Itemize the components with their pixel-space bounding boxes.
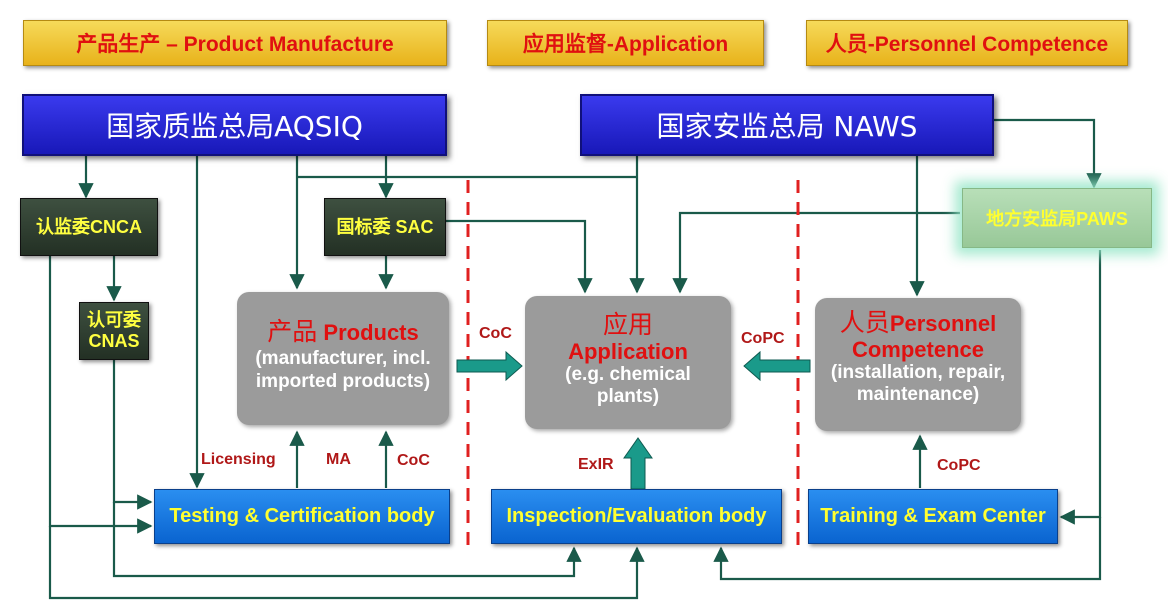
products-title-en: Products bbox=[323, 320, 419, 345]
category-personnel-label: 人员-Personnel Competence bbox=[825, 33, 1109, 56]
application-title-cn: 应用 bbox=[602, 311, 653, 339]
training-label: Training & Exam Center bbox=[820, 505, 1046, 527]
testing-certification-body: Testing & Certification body bbox=[154, 489, 450, 544]
personnel-block: 人员Personnel Competence (installation, re… bbox=[815, 298, 1021, 431]
products-block: 产品 Products (manufacturer, incl. importe… bbox=[237, 292, 449, 425]
ma-label: MA bbox=[326, 451, 351, 468]
sac-to-application-line bbox=[446, 219, 593, 294]
products-desc-line2: imported products) bbox=[255, 370, 431, 392]
exir-label: ExIR bbox=[578, 456, 614, 473]
cnca-to-testing-line bbox=[48, 256, 153, 534]
cnca-to-inspection-line bbox=[48, 526, 645, 600]
paws-box: 地方安监局PAWS bbox=[962, 188, 1152, 248]
paws-label: 地方安监局PAWS bbox=[986, 209, 1128, 229]
naws-to-paws-line bbox=[994, 118, 1102, 189]
cnas-to-testing-line bbox=[112, 360, 153, 510]
category-product-label: 产品生产 – Product Manufacture bbox=[76, 33, 394, 56]
personnel-desc-line1: (installation, repair, bbox=[830, 361, 1006, 383]
products-title: 产品 Products bbox=[237, 312, 449, 348]
products-to-application-arrow bbox=[456, 350, 523, 382]
category-personnel: 人员-Personnel Competence bbox=[806, 20, 1128, 66]
inspection-evaluation-body: Inspection/Evaluation body bbox=[491, 489, 782, 544]
personnel-title-cn: 人员 bbox=[839, 309, 890, 337]
inspection-to-application-arrow bbox=[623, 437, 653, 490]
naws-box: 国家安监总局 NAWS bbox=[580, 94, 994, 156]
aqsiq-box: 国家质监总局AQSIQ bbox=[22, 94, 447, 156]
category-product-manufacture: 产品生产 – Product Manufacture bbox=[23, 20, 447, 66]
copc-personnel-label: CoPC bbox=[741, 330, 785, 347]
products-title-cn: 产品 bbox=[267, 318, 318, 346]
aqsiq-label: 国家质监总局AQSIQ bbox=[106, 110, 363, 143]
cnca-box: 认监委CNCA bbox=[20, 198, 158, 256]
personnel-title: 人员Personnel bbox=[815, 309, 1021, 338]
cnas-to-inspection-line bbox=[112, 502, 582, 578]
paws-to-inspection-line bbox=[713, 517, 1102, 581]
personnel-to-application-arrow bbox=[743, 350, 811, 382]
testing-label: Testing & Certification body bbox=[169, 505, 435, 527]
cnas-label-line2: CNAS bbox=[88, 331, 140, 351]
licensing-label: Licensing bbox=[201, 451, 276, 468]
category-application-label: 应用监督-Application bbox=[522, 33, 729, 56]
cnca-label: 认监委CNCA bbox=[36, 216, 142, 237]
inspection-label: Inspection/Evaluation body bbox=[506, 505, 767, 527]
copc-training-label: CoPC bbox=[937, 457, 981, 474]
paws-to-training-line bbox=[1059, 250, 1102, 525]
application-desc-line1: (e.g. chemical bbox=[565, 363, 691, 385]
products-desc-line1: (manufacturer, incl. bbox=[255, 348, 431, 369]
personnel-title-en: Personnel bbox=[889, 311, 997, 336]
coc-products-label: CoC bbox=[479, 325, 512, 342]
personnel-desc-line2: maintenance) bbox=[856, 384, 980, 406]
application-desc-line2: plants) bbox=[596, 386, 660, 408]
cnas-label-line1: 认可委 bbox=[87, 310, 141, 331]
sac-label: 国标委 SAC bbox=[336, 216, 434, 237]
cnas-box: 认可委 CNAS bbox=[79, 302, 149, 360]
coc-testing-label: CoC bbox=[397, 452, 430, 469]
category-application: 应用监督-Application bbox=[487, 20, 764, 66]
application-title-en: Application bbox=[568, 338, 688, 364]
naws-label: 国家安监总局 NAWS bbox=[656, 110, 918, 143]
sac-box: 国标委 SAC bbox=[324, 198, 446, 256]
personnel-title-en2: Competence bbox=[851, 336, 985, 362]
application-block: 应用 Application (e.g. chemical plants) bbox=[525, 296, 731, 429]
training-exam-center: Training & Exam Center bbox=[808, 489, 1058, 544]
paws-to-application-line bbox=[672, 211, 960, 294]
